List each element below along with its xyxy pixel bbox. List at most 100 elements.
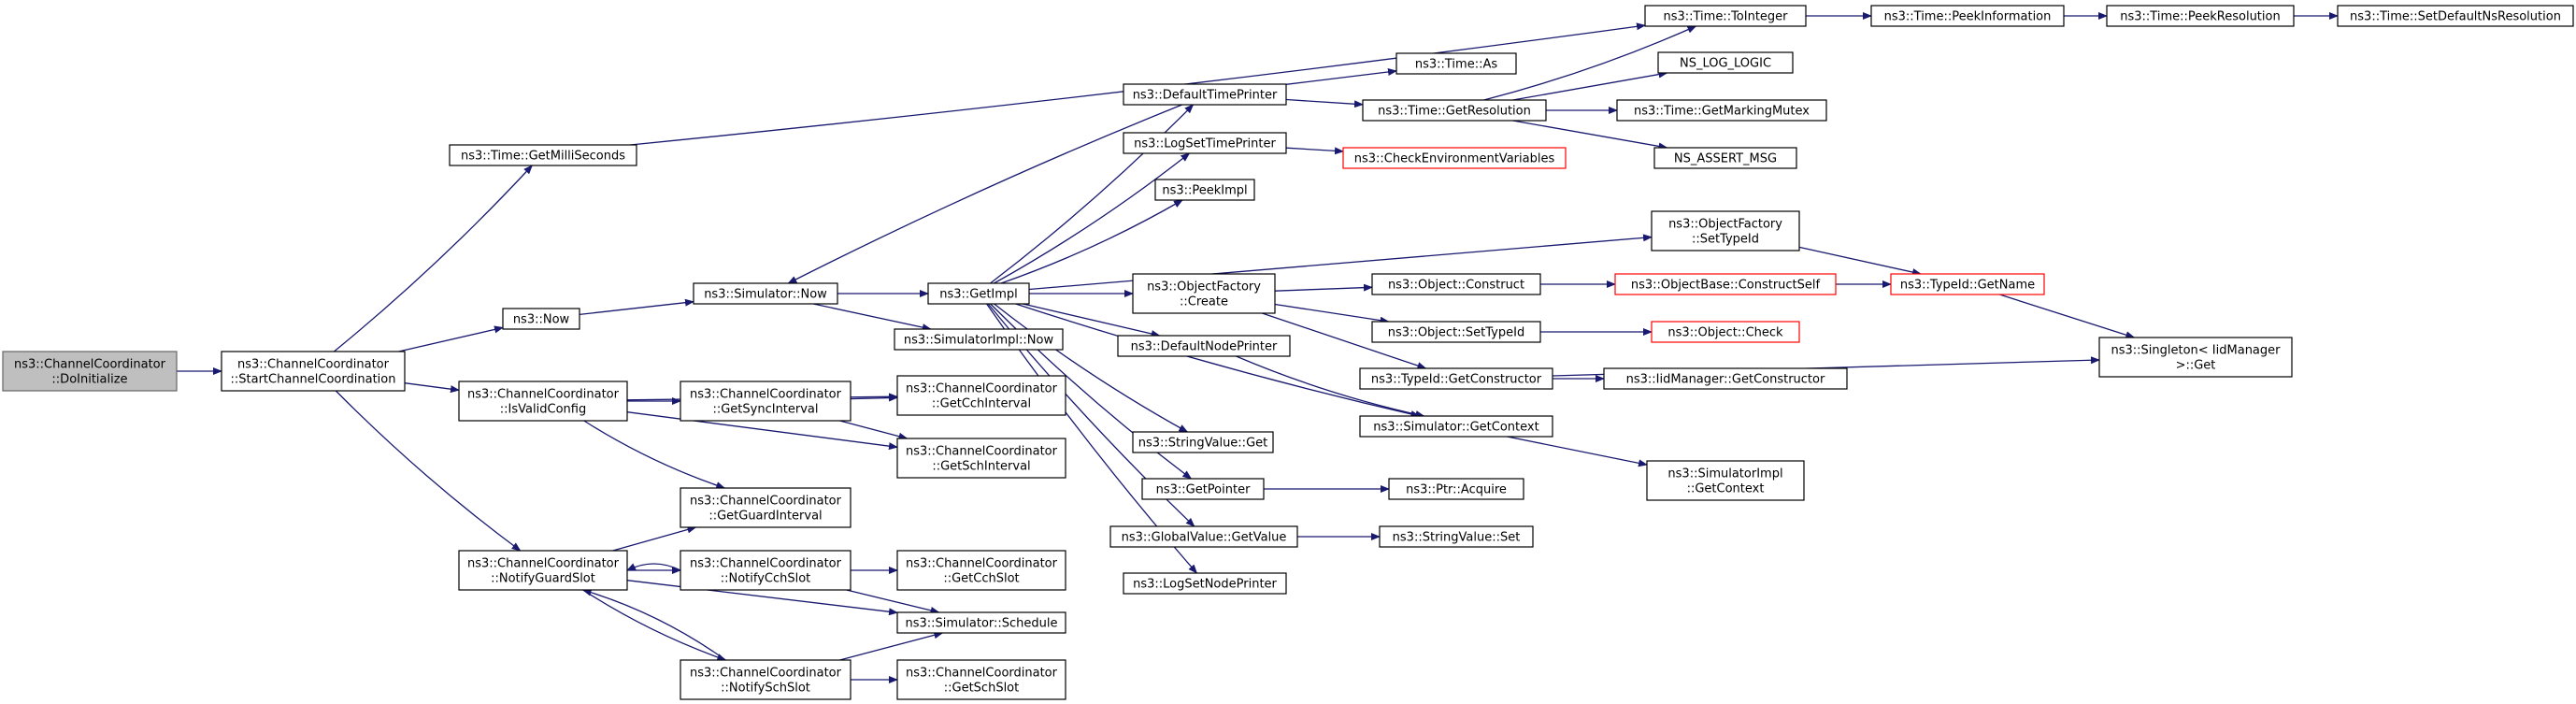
node-box (2106, 5, 2295, 27)
node-box (1616, 99, 1827, 122)
node-label: ns3::Now (513, 313, 570, 327)
node-label: ns3::LogSetNodePrinter (1133, 578, 1277, 592)
node-GlobalValueGetValue[interactable]: ns3::GlobalValue::GetValue (1109, 525, 1298, 548)
node-PeekImpl[interactable]: ns3::PeekImpl (1154, 179, 1255, 201)
node-box (1359, 367, 1553, 390)
node-GetSchSlot[interactable]: ns3::ChannelCoordinator::GetSchSlot (896, 659, 1066, 700)
node-GetPointer[interactable]: ns3::GetPointer (1141, 478, 1265, 500)
node-label: ns3::CheckEnvironmentVariables (1354, 152, 1555, 166)
node-PeekResolution[interactable]: ns3::Time::PeekResolution (2106, 5, 2295, 27)
node-GetContext[interactable]: ns3::Simulator::GetContext (1359, 415, 1553, 438)
node-NotifyGuardSlot[interactable]: ns3::ChannelCoordinator::NotifyGuardSlot (458, 550, 628, 591)
node-SimulatorNow[interactable]: ns3::Simulator::Now (693, 282, 838, 305)
node-label: ns3::Object::Construct (1388, 279, 1524, 293)
node-box (1371, 273, 1541, 295)
node-box (1890, 273, 2045, 295)
node-GetMarkingMutex[interactable]: ns3::Time::GetMarkingMutex (1616, 99, 1827, 122)
node-label: ns3::ObjectBase::ConstructSelf (1631, 279, 1821, 293)
node-ObjectConstruct[interactable]: ns3::Object::Construct (1371, 273, 1541, 295)
node-box (458, 550, 628, 591)
edge-GetImpl-to-LogSetTimePrinter (994, 152, 1191, 284)
node-NotifyCchSlot[interactable]: ns3::ChannelCoordinator::NotifyCchSlot (680, 550, 852, 591)
node-SingletonGet[interactable]: ns3::Singleton< IidManager >::Get (2098, 337, 2293, 378)
node-TimeAs[interactable]: ns3::Time::As (1395, 52, 1517, 75)
node-Schedule[interactable]: ns3::Simulator::Schedule (896, 611, 1066, 634)
node-StringValueSet[interactable]: ns3::StringValue::Set (1379, 525, 1534, 548)
edge-GetResolution-to-ToInteger (1483, 25, 1697, 101)
node-label: ns3::Time::SetDefaultNsResolution (2350, 10, 2561, 24)
node-LogSetTimePrinter[interactable]: ns3::LogSetTimePrinter (1123, 132, 1287, 154)
node-label: ns3::ChannelCoordinator (906, 445, 1058, 459)
node-GetConstructor[interactable]: ns3::TypeId::GetConstructor (1359, 367, 1553, 390)
node-GetSchInterval[interactable]: ns3::ChannelCoordinator::GetSchInterval (896, 438, 1066, 479)
node-label: ::NotifyCchSlot (721, 572, 811, 586)
edge-GetContext-to-SimulatorImplGetContext (1507, 436, 1648, 467)
edge-GetImpl-to-DefaultTimePrinter (990, 104, 1195, 284)
node-TypeIdGetName[interactable]: ns3::TypeId::GetName (1890, 273, 2045, 295)
node-GetResolution[interactable]: ns3::Time::GetResolution (1362, 99, 1547, 122)
node-box (1359, 415, 1553, 438)
edge-ObjectFactorySetTypeId-to-TypeIdGetName (1798, 246, 1922, 276)
node-IidGetConstructor[interactable]: ns3::IidManager::GetConstructor (1603, 367, 1848, 390)
node-label: ns3::ChannelCoordinator (467, 557, 620, 571)
node-box (1342, 147, 1567, 169)
node-ObjectCheck[interactable]: ns3::Object::Check (1651, 321, 1800, 343)
node-GetImpl[interactable]: ns3::GetImpl (927, 282, 1030, 305)
node-box (221, 351, 406, 392)
node-label: ns3::ChannelCoordinator (906, 557, 1058, 571)
node-box (680, 659, 852, 700)
node-GetGuardInterval[interactable]: ns3::ChannelCoordinator::GetGuardInterva… (680, 487, 852, 528)
edge-DefaultTimePrinter-to-GetResolution (1285, 98, 1364, 108)
node-box (2098, 337, 2293, 378)
node-ObjectFactorySetTypeId[interactable]: ns3::ObjectFactory::SetTypeId (1651, 210, 1800, 251)
edge-LogSetTimePrinter-to-CheckEnvironmentVariables (1285, 147, 1344, 155)
edge-NotifyGuardSlot-to-GetGuardInterval (612, 525, 697, 552)
node-ObjectFactoryCreate[interactable]: ns3::ObjectFactory::Create (1132, 273, 1276, 314)
node-label: ::NotifyGuardSlot (491, 572, 595, 586)
edge-SimulatorNow-to-SimulatorImplNow (813, 303, 932, 332)
node-CheckEnvironmentVariables[interactable]: ns3::CheckEnvironmentVariables (1342, 147, 1567, 169)
node-SetDefaultNsResolution[interactable]: ns3::Time::SetDefaultNsResolution (2337, 5, 2574, 27)
node-DefaultTimePrinter[interactable]: ns3::DefaultTimePrinter (1123, 83, 1287, 106)
node-ToInteger[interactable]: ns3::Time::ToInteger (1644, 5, 1807, 27)
edge-DefaultTimePrinter-to-TimeAs (1285, 68, 1397, 85)
node-NotifySchSlot[interactable]: ns3::ChannelCoordinator::NotifySchSlot (680, 659, 852, 700)
node-label: ns3::ObjectFactory (1147, 280, 1261, 295)
edge-Now-to-SimulatorNow (579, 298, 694, 316)
node-GetMilliSeconds[interactable]: ns3::Time::GetMilliSeconds (449, 144, 637, 166)
node-DoInitialize[interactable]: ns3::ChannelCoordinator::DoInitialize (2, 351, 178, 392)
node-StringValueGet[interactable]: ns3::StringValue::Get (1132, 431, 1274, 453)
node-GetCchSlot[interactable]: ns3::ChannelCoordinator::GetCchSlot (896, 550, 1066, 591)
edge-ObjectFactoryCreate-to-ObjectSetTypeId (1274, 303, 1390, 324)
node-NS_LOG_LOGIC[interactable]: NS_LOG_LOGIC (1657, 51, 1794, 74)
edge-GetResolution-to-NS_ASSERT_MSG (1512, 120, 1668, 151)
node-box (894, 328, 1064, 351)
node-label: ::NotifySchSlot (721, 682, 810, 696)
node-box (1653, 147, 1797, 169)
node-SimulatorImplNow[interactable]: ns3::SimulatorImpl::Now (894, 328, 1064, 351)
node-ConstructSelf[interactable]: ns3::ObjectBase::ConstructSelf (1614, 273, 1837, 295)
node-SimulatorImplGetContext[interactable]: ns3::SimulatorImpl::GetContext (1646, 460, 1805, 501)
node-box (1603, 367, 1848, 390)
node-StartChannelCoordination[interactable]: ns3::ChannelCoordinator::StartChannelCoo… (221, 351, 406, 392)
node-box (896, 611, 1066, 634)
node-PeekInformation[interactable]: ns3::Time::PeekInformation (1870, 5, 2065, 27)
edge-IsValidConfig-to-GetSchInterval (626, 411, 898, 451)
node-GetCchInterval[interactable]: ns3::ChannelCoordinator::GetCchInterval (896, 375, 1066, 416)
node-label: ns3::SimulatorImpl::Now (904, 334, 1054, 348)
node-NS_ASSERT_MSG[interactable]: NS_ASSERT_MSG (1653, 147, 1797, 169)
node-label: NS_LOG_LOGIC (1680, 57, 1771, 71)
node-GetSyncInterval[interactable]: ns3::ChannelCoordinator::GetSyncInterval (680, 381, 852, 422)
node-PtrAcquire[interactable]: ns3::Ptr::Acquire (1388, 478, 1524, 500)
node-box (1644, 5, 1807, 27)
node-box (1388, 478, 1524, 500)
node-IsValidConfig[interactable]: ns3::ChannelCoordinator::IsValidConfig (458, 381, 628, 422)
node-box (1651, 210, 1800, 251)
node-box (1123, 572, 1287, 595)
node-DefaultNodePrinter[interactable]: ns3::DefaultNodePrinter (1117, 335, 1291, 357)
node-ObjectSetTypeId[interactable]: ns3::Object::SetTypeId (1371, 321, 1541, 343)
node-label: ns3::ChannelCoordinator (690, 557, 842, 571)
node-box (896, 659, 1066, 700)
node-LogSetNodePrinter[interactable]: ns3::LogSetNodePrinter (1123, 572, 1287, 595)
node-Now[interactable]: ns3::Now (502, 308, 580, 330)
